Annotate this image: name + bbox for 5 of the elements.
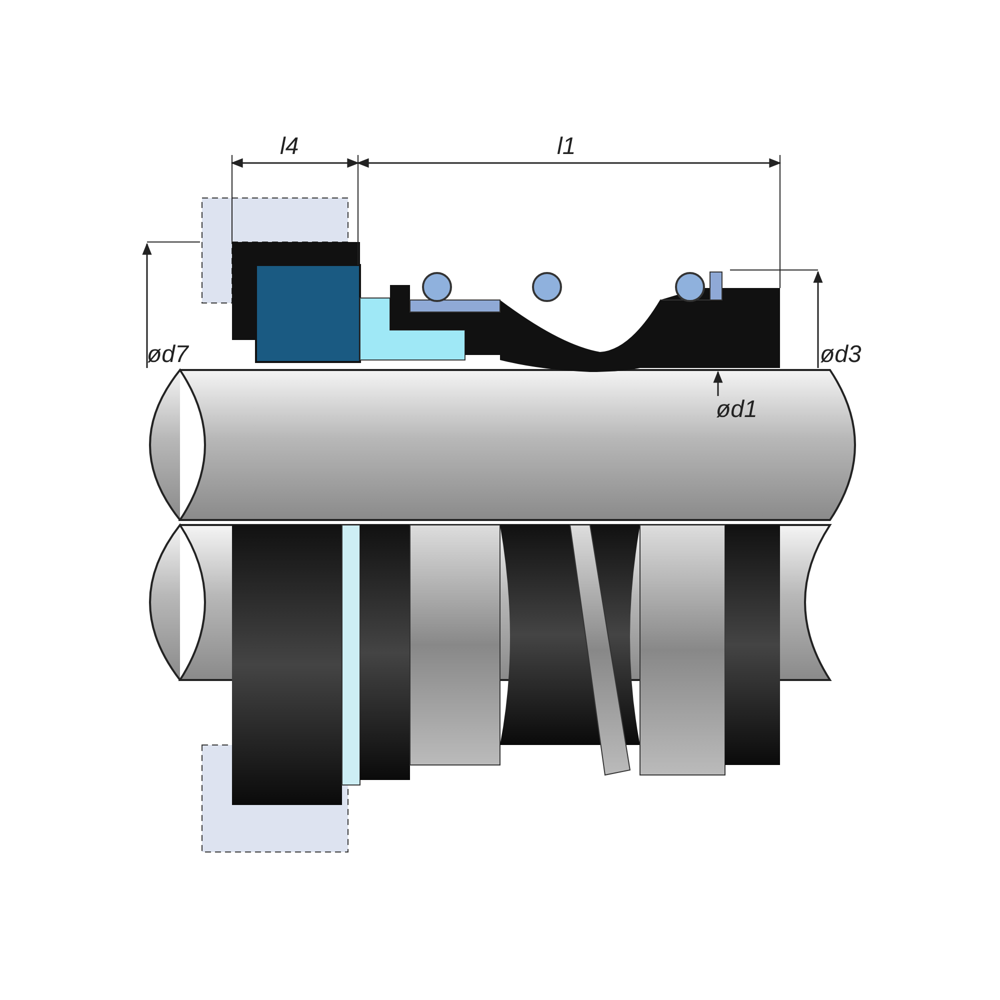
dimension-label: l1 [557, 135, 576, 159]
dimension-label: ød7 [147, 343, 188, 367]
dimension-label: ød3 [820, 343, 862, 367]
dimension-label: l4 [280, 135, 299, 159]
dimension-label: ød1 [716, 398, 758, 422]
